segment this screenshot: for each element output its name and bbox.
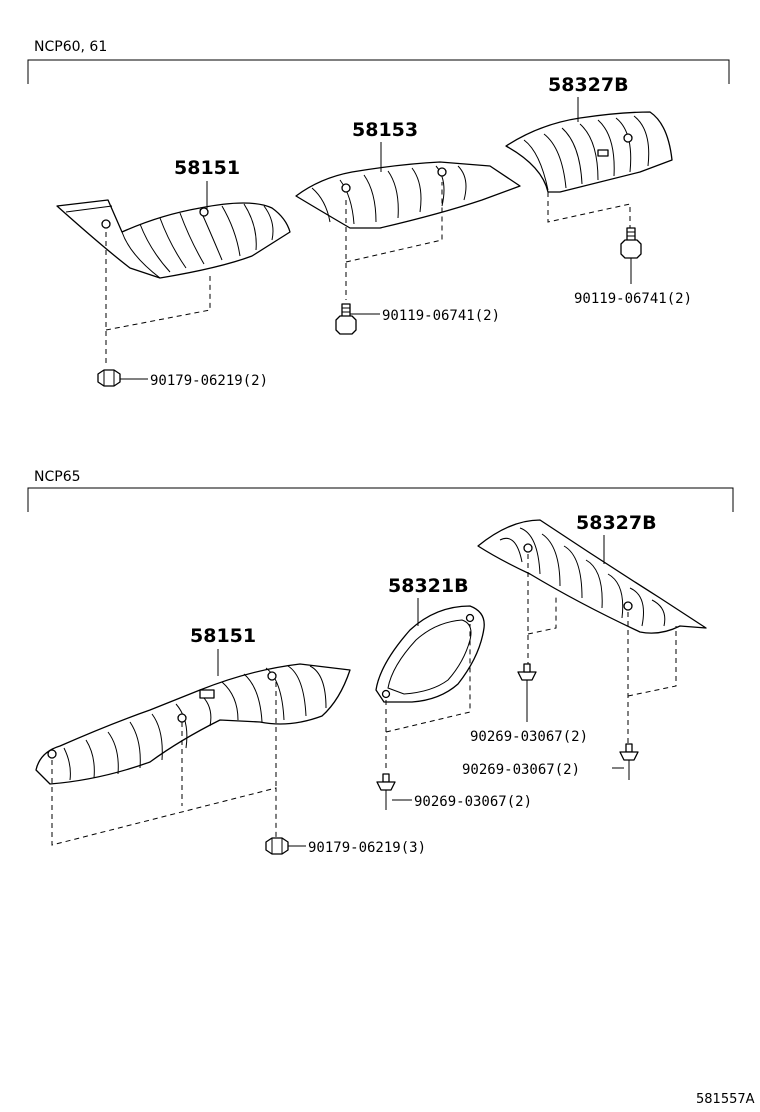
heat-insulator-58151-ncp65[interactable]: [35, 663, 351, 785]
fastener-label: 90119-06741(2): [382, 308, 500, 324]
stud-90269-03067-c[interactable]: [376, 773, 396, 810]
section-ncp65: NCP65 58151 58321B 5: [27, 469, 734, 856]
heat-insulator-58327b-ncp65[interactable]: [477, 519, 707, 634]
mounting-dashed-lines: [105, 182, 631, 365]
section-bracket: [27, 487, 734, 512]
fastener-label: 90269-03067(2): [414, 794, 532, 810]
part-label-58151: 58151: [190, 625, 256, 647]
nut-90179-06219-ncp65[interactable]: [265, 837, 289, 855]
heat-insulator-58153-center[interactable]: [295, 161, 521, 229]
part-label-58327b: 58327B: [548, 74, 629, 96]
part-label-58151: 58151: [174, 157, 240, 179]
section-ncp60-61: NCP60, 61 58151 58153 58327: [27, 39, 730, 389]
stud-90269-03067-b[interactable]: [619, 743, 639, 780]
section-bracket: [27, 59, 730, 84]
section-title: NCP60, 61: [34, 39, 107, 55]
section-title: NCP65: [34, 469, 81, 485]
figure-id: 581557A: [696, 1092, 755, 1107]
fastener-label: 90269-03067(2): [462, 762, 580, 778]
part-label-58327b: 58327B: [576, 512, 657, 534]
heat-insulator-58321b[interactable]: [375, 605, 485, 703]
fastener-label: 90179-06219(3): [308, 840, 426, 856]
part-label-58153: 58153: [352, 119, 418, 141]
stud-90269-03067-a[interactable]: [517, 663, 537, 700]
bolt-90119-06741-rear[interactable]: [620, 227, 642, 259]
fastener-label: 90179-06219(2): [150, 373, 268, 389]
nut-90179-06219[interactable]: [97, 369, 121, 387]
fastener-label: 90119-06741(2): [574, 291, 692, 307]
bolt-90119-06741-center[interactable]: [335, 303, 357, 335]
mounting-dashed-lines: [51, 554, 677, 846]
fastener-label: 90269-03067(2): [470, 729, 588, 745]
part-label-58321b: 58321B: [388, 575, 469, 597]
heat-insulator-58327b-rear[interactable]: [505, 111, 673, 193]
heat-insulator-58151-front[interactable]: [56, 199, 291, 279]
